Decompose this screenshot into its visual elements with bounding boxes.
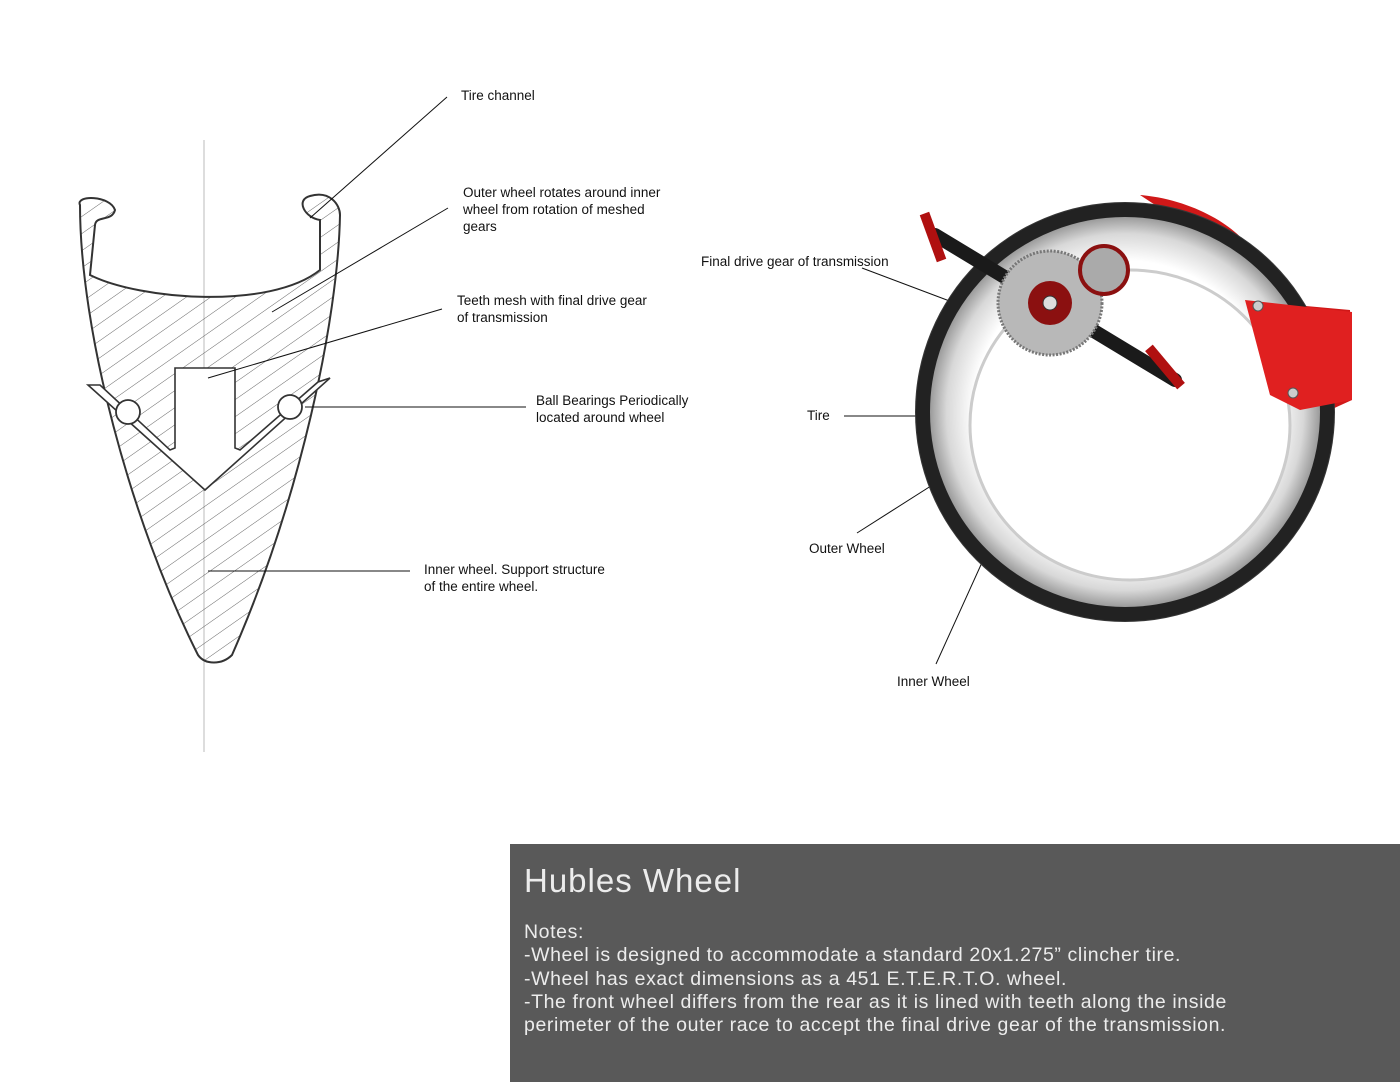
label-inner-wheel-support: Inner wheel. Support structure of the en… [424, 562, 605, 594]
label-outer-wheel: Outer Wheel [809, 541, 885, 556]
notes-title: Hubles Wheel [524, 862, 742, 899]
notes-line: perimeter of the outer race to accept th… [524, 1014, 1227, 1037]
wheel-render [915, 195, 1352, 622]
label-tire: Tire [807, 408, 830, 423]
cross-section-sketch [78, 140, 342, 752]
notes-panel: Hubles Wheel Notes: -Wheel is designed t… [510, 844, 1400, 1082]
label-ball-bearings: Ball Bearings Periodically located aroun… [536, 393, 689, 425]
label-inner-wheel: Inner Wheel [897, 674, 970, 689]
label-outer-wheel-rotates: Outer wheel rotates around inner wheel f… [463, 185, 661, 234]
notes-line: -The front wheel differs from the rear a… [524, 990, 1227, 1013]
label-teeth-mesh: Teeth mesh with final drive gear of tran… [457, 293, 647, 325]
ball-bearing-right [277, 394, 303, 420]
notes-heading: Notes: [524, 921, 584, 943]
label-tire-channel: Tire channel [461, 88, 535, 103]
notes-line: -Wheel has exact dimensions as a 451 E.T… [524, 967, 1067, 990]
notes-line: -Wheel is designed to accommodate a stan… [524, 944, 1182, 967]
ball-bearing-left [115, 399, 141, 425]
label-final-drive-gear: Final drive gear of transmission [701, 254, 889, 269]
